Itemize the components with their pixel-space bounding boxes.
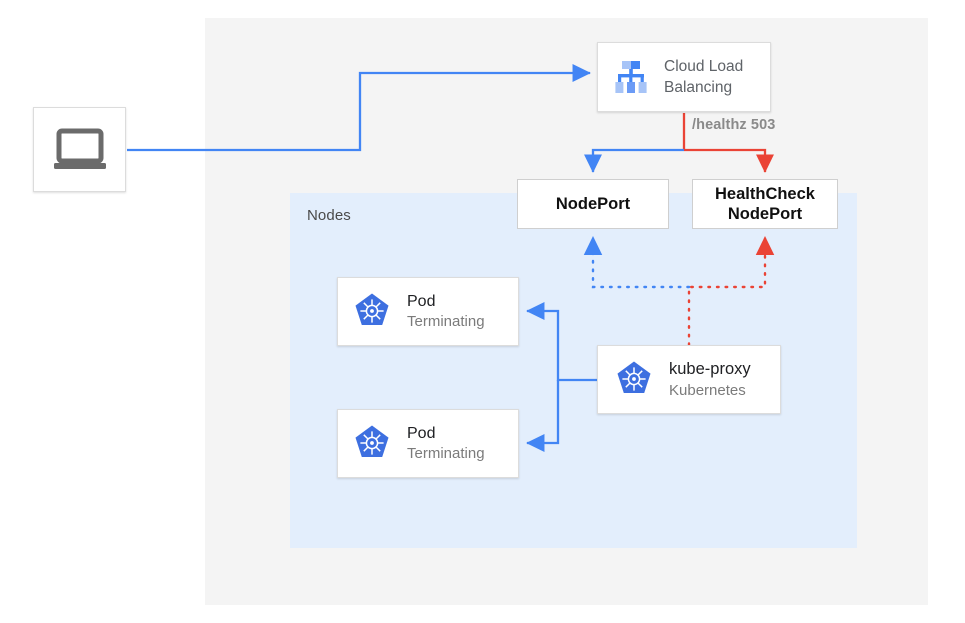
laptop-icon bbox=[53, 128, 106, 169]
pod-title: Pod bbox=[407, 292, 436, 310]
kubernetes-icon bbox=[355, 425, 389, 457]
cloud-load-balancing-icon bbox=[615, 61, 647, 93]
kube-proxy-card: kube-proxy Kubernetes bbox=[597, 345, 781, 414]
pod-status: Terminating bbox=[407, 312, 485, 330]
lb-label-line1: Cloud Load bbox=[664, 58, 744, 75]
pod-card: Pod Terminating bbox=[337, 409, 519, 478]
lb-label-line2: Balancing bbox=[664, 79, 733, 96]
client-device-card bbox=[33, 107, 126, 192]
healthz-status-label: /healthz 503 bbox=[692, 117, 776, 133]
healthcheck-nodeport-box: HealthCheck NodePort bbox=[692, 179, 838, 229]
pod-card: Pod Terminating bbox=[337, 277, 519, 346]
cloud-load-balancing-label: Cloud Load Balancing bbox=[664, 56, 743, 98]
kube-proxy-subtitle: Kubernetes bbox=[669, 381, 746, 399]
cloud-load-balancing-card: Cloud Load Balancing bbox=[597, 42, 771, 112]
pod-status: Terminating bbox=[407, 444, 485, 462]
healthcheck-label-line1: HealthCheck bbox=[715, 185, 815, 203]
kube-proxy-title: kube-proxy bbox=[669, 359, 751, 378]
healthcheck-label-line2: NodePort bbox=[727, 205, 803, 223]
kubernetes-icon bbox=[355, 293, 389, 325]
nodes-panel-label: Nodes bbox=[307, 207, 351, 224]
nodeport-box: NodePort bbox=[517, 179, 669, 229]
kubernetes-icon bbox=[617, 361, 651, 393]
nodeport-label: NodePort bbox=[555, 194, 631, 213]
pod-title: Pod bbox=[407, 424, 436, 442]
